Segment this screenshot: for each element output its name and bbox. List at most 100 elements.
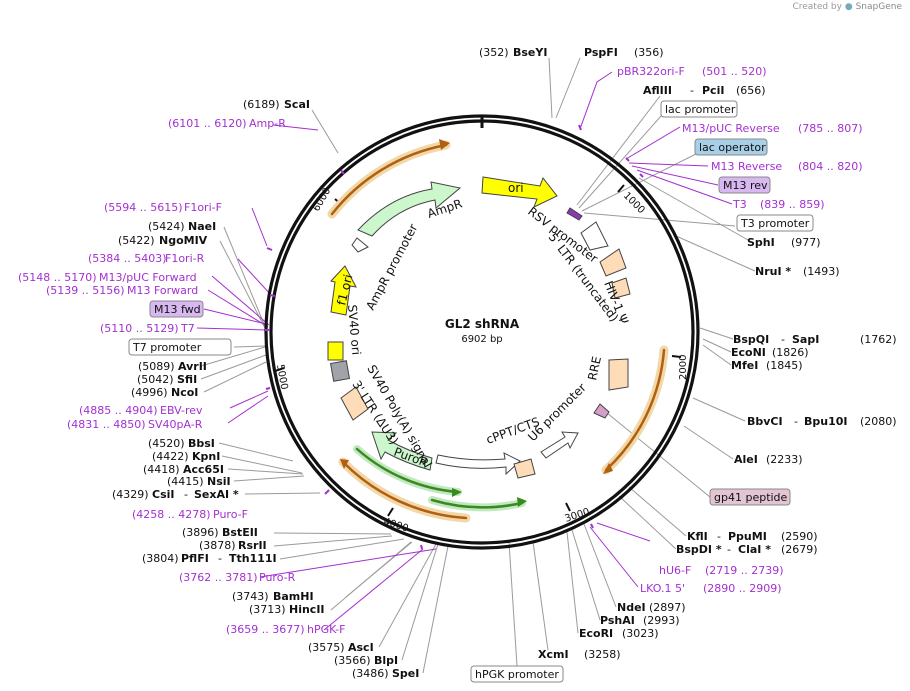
- label-m13-reverse-pos: (804 .. 820): [798, 160, 863, 173]
- label-naei[interactable]: NaeI: [188, 220, 216, 233]
- psi-feature: [599, 248, 627, 277]
- label-sexai[interactable]: SexAI *: [194, 488, 239, 501]
- label-sv40par[interactable]: SV40pA-R: [148, 418, 203, 431]
- label-ngomiv[interactable]: NgoMIV: [159, 234, 208, 247]
- label-pcii[interactable]: PciI: [702, 84, 724, 97]
- label-csii-sep: -: [184, 488, 188, 501]
- label-kfli-sep: -: [717, 530, 721, 543]
- label-sphi[interactable]: SphI: [747, 236, 775, 249]
- label-pshai[interactable]: PshAI: [600, 614, 635, 627]
- label-nrui[interactable]: NruI *: [755, 265, 791, 278]
- created-by-credit: Created by ● SnapGene: [792, 2, 902, 12]
- label-m13pucfwd[interactable]: M13/pUC Forward: [99, 271, 197, 284]
- label-pbr322[interactable]: pBR322ori-F: [617, 65, 685, 78]
- m13-fwd-box[interactable]: [149, 300, 204, 318]
- label-bbvci[interactable]: BbvCI: [747, 415, 783, 428]
- label-bseyi-pos: (352): [479, 46, 509, 59]
- backbone-outer: [264, 114, 700, 550]
- label-bspdi[interactable]: BspDI *: [676, 543, 722, 556]
- label-sphi-pos: (977): [791, 236, 821, 249]
- label-m13fwd[interactable]: M13 Forward: [127, 284, 198, 297]
- t7-promoter-box[interactable]: [128, 338, 232, 356]
- lac-operator-box[interactable]: [694, 138, 768, 156]
- label-ppumi[interactable]: PpuMI: [728, 530, 767, 543]
- label-f1orif-pos: (5594 .. 5615): [104, 201, 183, 214]
- label-econi[interactable]: EcoNI: [731, 346, 766, 359]
- label-ebvrev[interactable]: EBV-rev: [160, 404, 203, 417]
- label-puror[interactable]: Puro-R: [259, 571, 296, 584]
- t3-promoter-box[interactable]: [736, 214, 814, 232]
- label-afliii[interactable]: AflIII: [643, 84, 672, 97]
- m13-rev-box[interactable]: [718, 176, 771, 194]
- label-purof[interactable]: Puro-F: [213, 508, 248, 521]
- label-f1orir[interactable]: F1ori-R: [165, 252, 205, 265]
- lac-promoter-box[interactable]: [660, 100, 738, 118]
- label-sapi[interactable]: SapI: [792, 333, 819, 346]
- label-sv40par-pos: (4831 .. 4850): [67, 418, 146, 431]
- label-t7[interactable]: T7: [180, 322, 195, 335]
- label-ncoi-pos: (4996): [131, 386, 168, 399]
- label-pflfi[interactable]: PflFI: [181, 552, 209, 565]
- label-bbsi-pos: (4520): [148, 437, 185, 450]
- leader-lines: [200, 57, 756, 674]
- map-subtitle: 6902 bp: [461, 334, 502, 345]
- label-rsrii[interactable]: RsrII: [238, 539, 267, 552]
- label-pspfi[interactable]: PspFI: [584, 46, 618, 59]
- label-blpi[interactable]: BlpI: [374, 654, 398, 667]
- label-sfii-pos: (5042): [137, 373, 174, 386]
- label-ampr[interactable]: Amp-R: [249, 117, 286, 130]
- ori-feature: [481, 176, 558, 208]
- label-sfii[interactable]: SfiI: [177, 373, 197, 386]
- hpgk-promoter-feature: [435, 452, 521, 476]
- label-scai[interactable]: ScaI: [284, 98, 310, 111]
- label-bamhi[interactable]: BamHI: [273, 590, 314, 603]
- label-pflfi-sep: -: [218, 552, 222, 565]
- map-title: GL2 shRNA: [445, 317, 520, 331]
- label-alei[interactable]: AleI: [734, 453, 758, 466]
- primer-ticks: [265, 124, 644, 550]
- label-spei[interactable]: SpeI: [392, 667, 419, 680]
- label-clai[interactable]: ClaI *: [738, 543, 771, 556]
- label-csii[interactable]: CsiI: [152, 488, 174, 501]
- label-lko[interactable]: LKO.1 5': [640, 582, 685, 595]
- label-bbsi[interactable]: BbsI: [188, 437, 215, 450]
- label-acc65i[interactable]: Acc65I: [183, 463, 224, 476]
- hpgk-promoter-box[interactable]: [470, 665, 564, 683]
- label-f1orif[interactable]: F1ori-F: [184, 201, 222, 214]
- label-bpu10i[interactable]: Bpu10I: [804, 415, 848, 428]
- gp41-box[interactable]: [709, 488, 791, 506]
- label-m13pucfwd-pos: (5148 .. 5170): [18, 271, 97, 284]
- gp41-feature: [593, 403, 610, 419]
- label-bsteii[interactable]: BstEII: [222, 526, 258, 539]
- label-asci[interactable]: AscI: [348, 641, 374, 654]
- tick-label-5000: 5000: [274, 364, 289, 391]
- label-lac-operator: lac operator: [699, 141, 766, 154]
- label-tth111i[interactable]: Tth111I: [229, 552, 277, 565]
- label-hu6f[interactable]: hU6-F: [659, 564, 691, 577]
- label-hpgkf[interactable]: hPGK-F: [307, 623, 345, 636]
- label-xcmi[interactable]: XcmI: [538, 648, 569, 661]
- label-bseyi[interactable]: BseYI: [513, 46, 547, 59]
- credit-prefix: Created by: [792, 2, 842, 12]
- label-acc65i-pos: (4418): [143, 463, 180, 476]
- label-ndei[interactable]: NdeI: [617, 601, 646, 614]
- snapgene-logo-icon: ●: [844, 2, 853, 12]
- u6-promoter-feature: [540, 431, 579, 459]
- label-ecori[interactable]: EcoRI: [579, 627, 613, 640]
- label-bspqi[interactable]: BspQI: [733, 333, 769, 346]
- label-blpi-pos: (3566): [334, 654, 371, 667]
- label-nsii[interactable]: NsiI: [207, 475, 231, 488]
- label-kpni[interactable]: KpnI: [192, 450, 220, 463]
- label-m13puc-rev[interactable]: M13/pUC Reverse: [682, 122, 780, 135]
- label-ampr-pos: (6101 .. 6120): [168, 117, 247, 130]
- label-hincii[interactable]: HincII: [289, 603, 325, 616]
- label-hpgk-promoter: hPGK promoter: [475, 668, 559, 681]
- label-mfei[interactable]: MfeI: [731, 359, 758, 372]
- label-bspqi-pos: (1762): [860, 333, 897, 346]
- label-avrii[interactable]: AvrII: [178, 360, 207, 373]
- label-pbr322-pos: (501 .. 520): [702, 65, 767, 78]
- label-m13-reverse[interactable]: M13 Reverse: [711, 160, 782, 173]
- label-ncoi[interactable]: NcoI: [171, 386, 198, 399]
- label-t3[interactable]: T3: [732, 198, 747, 211]
- label-kfli[interactable]: KflI: [687, 530, 708, 543]
